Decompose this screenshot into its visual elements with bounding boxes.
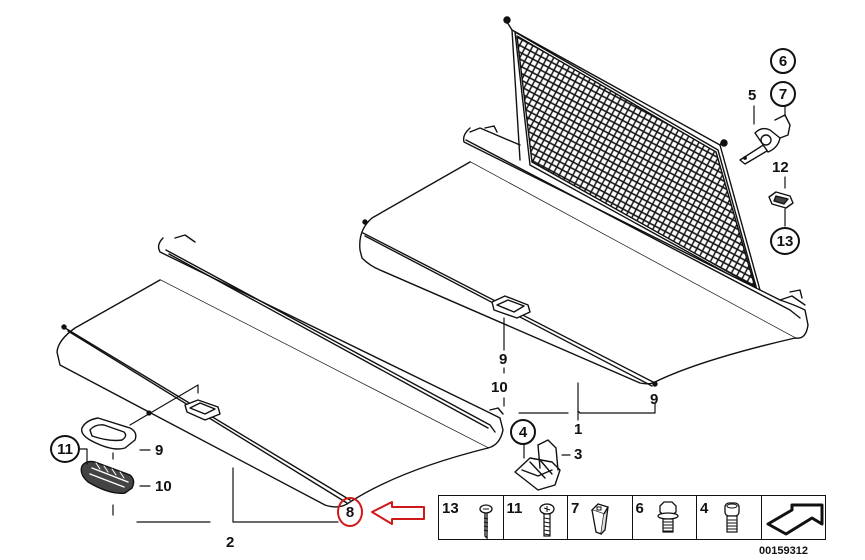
- socket-head-bolt-icon: [724, 502, 740, 533]
- callout-9-left: 9: [155, 442, 164, 459]
- callout-8-highlighted: 8: [337, 497, 363, 527]
- handle-part-9: [80, 417, 137, 450]
- callout-5: 5: [748, 87, 757, 104]
- legend-number: 7: [571, 500, 580, 517]
- highlight-arrow-icon: [371, 501, 425, 525]
- diagram-id: 00159312: [759, 545, 808, 557]
- callout-9-right: 9: [650, 391, 659, 408]
- arrow-symbol-icon: [766, 503, 823, 536]
- expanding-nut-icon: [590, 503, 609, 535]
- hinge-part-5: [739, 114, 791, 165]
- callout-9-center: 9: [499, 351, 508, 368]
- leader-lines: [79, 105, 786, 523]
- bracket-part-3: [514, 439, 561, 491]
- callout-2: 2: [226, 534, 235, 551]
- callout-1: 1: [574, 421, 583, 438]
- pan-head-tapping-screw-icon: [479, 504, 493, 540]
- callout-6: 6: [770, 48, 796, 74]
- callout-12: 12: [772, 159, 789, 176]
- callout-7: 7: [770, 81, 796, 107]
- callout-10-left: 10: [155, 478, 172, 495]
- legend-cell-6: 6: [633, 496, 697, 539]
- legend-cell-13: 13: [439, 496, 504, 540]
- hex-flange-bolt-icon: [656, 501, 679, 533]
- callout-13: 13: [770, 227, 800, 255]
- clip-part-12: [768, 191, 794, 209]
- phillips-screw-icon: [538, 503, 555, 537]
- fastener-legend: 13 11 7 6: [438, 495, 826, 540]
- bezel-part-10: [80, 460, 135, 494]
- legend-cell-7: 7: [568, 496, 633, 539]
- callout-3: 3: [574, 446, 583, 463]
- legend-cell-4: 4: [697, 496, 762, 539]
- legend-number: 6: [635, 500, 644, 517]
- callout-10-center: 10: [491, 379, 508, 396]
- legend-cell-arrow: [762, 496, 826, 539]
- roller-cover-right: [359, 125, 809, 387]
- legend-cell-11: 11: [504, 496, 568, 539]
- legend-number: 11: [506, 500, 523, 517]
- legend-number: 13: [442, 500, 459, 517]
- callout-4: 4: [510, 419, 536, 445]
- callout-11: 11: [50, 435, 80, 463]
- legend-number: 4: [700, 500, 709, 517]
